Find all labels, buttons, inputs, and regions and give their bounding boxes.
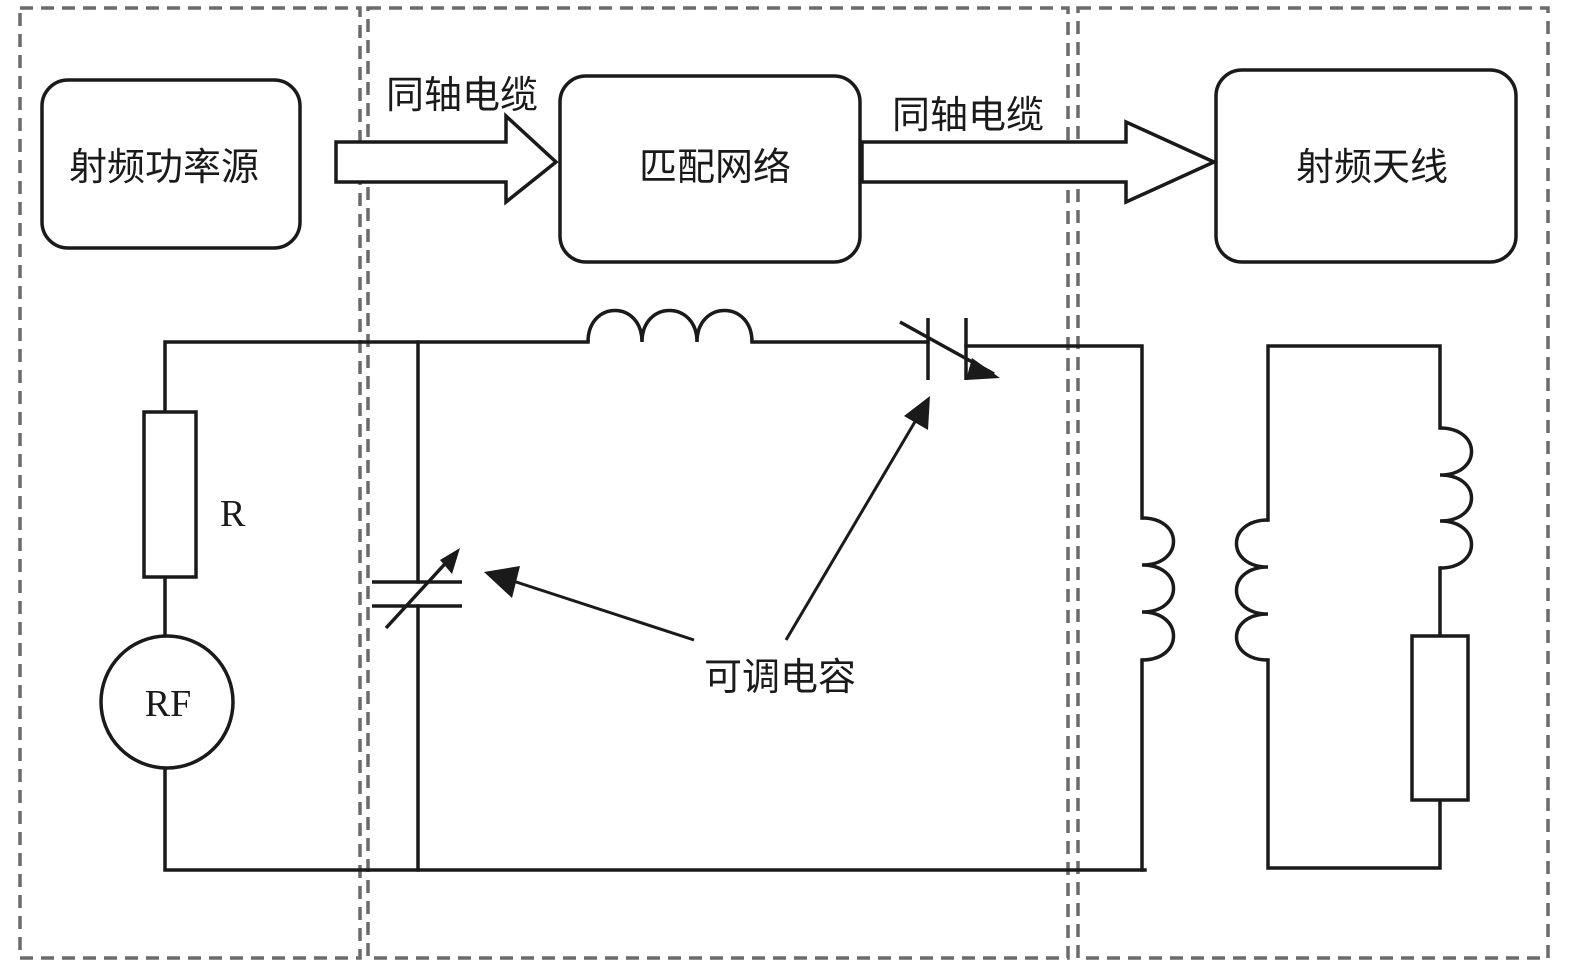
wire-source-bottom [163, 756, 1147, 872]
rf-source [99, 634, 235, 770]
antenna-coil [1234, 518, 1269, 662]
coax-arrow-1 [334, 112, 559, 206]
matching-block [558, 74, 862, 264]
coax-arrows [334, 112, 1219, 206]
coax-cable-label-1: 同轴电缆 [386, 73, 538, 117]
wire-antenna-left-bottom [1266, 658, 1442, 870]
resistor [142, 410, 198, 579]
resistor-label: R [220, 493, 246, 535]
annotation-arrow-to-series-line [784, 419, 918, 641]
source-block [40, 78, 302, 250]
variable-capacitor-label: 可调电容 [704, 655, 856, 699]
rf-source-label: RF [145, 683, 191, 725]
circuit-wires [163, 340, 1442, 872]
coax-cable-label-2: 同轴电缆 [892, 93, 1044, 137]
wire-antenna-left [1266, 344, 1442, 522]
antenna-block-label: 射频天线 [1296, 145, 1448, 189]
source-section-border [18, 6, 362, 960]
series-inductor [586, 308, 754, 343]
antenna-right-inductor [1439, 426, 1474, 570]
antenna-section-border [1076, 6, 1550, 960]
annotation-arrow-to-series-head [904, 396, 930, 430]
annotation-arrow-to-shunt-head [484, 566, 520, 598]
wire-top-left [163, 340, 590, 414]
coax-arrow-2 [860, 119, 1219, 205]
blocks [40, 68, 1518, 264]
annotation-arrow-to-shunt-line [509, 578, 695, 642]
primary-coil [1141, 516, 1176, 662]
matching-section-border [366, 6, 1070, 960]
shunt-variable-capacitor [372, 548, 462, 630]
series-variable-capacitor [899, 318, 1000, 380]
source-block-label: 射频功率源 [69, 145, 259, 189]
annotation-arrows [484, 396, 930, 642]
dashed-section-borders [18, 6, 1550, 960]
matching-block-label: 匹配网络 [639, 145, 791, 189]
antenna-block [1214, 68, 1518, 264]
wire-cap-to-primary [964, 344, 1144, 520]
antenna-resistor [1410, 634, 1470, 802]
